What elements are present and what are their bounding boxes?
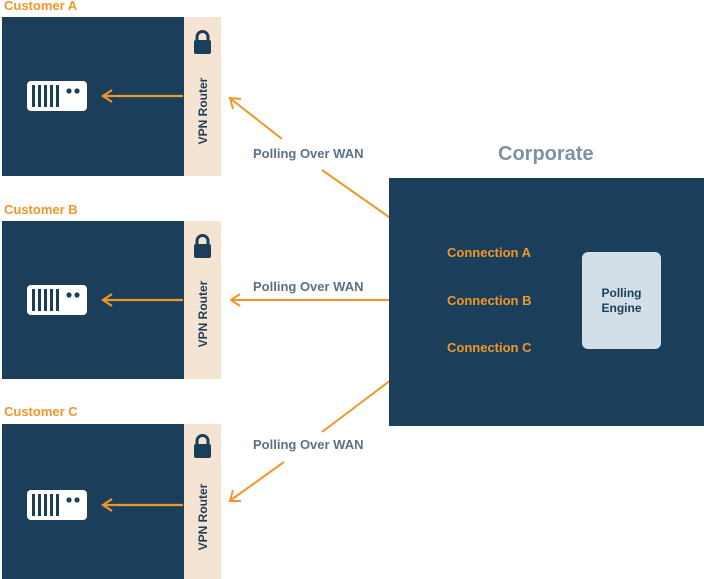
vpn-router: VPN Router <box>184 17 221 176</box>
customer-c-box: VPN Router <box>2 424 221 579</box>
arrowhead-icon <box>228 96 242 110</box>
server-icon <box>27 285 87 315</box>
lock-icon <box>194 434 211 458</box>
lock-icon <box>194 234 211 258</box>
arrowhead-icon <box>228 489 241 502</box>
arrow-left-icon <box>101 498 183 512</box>
arrowhead-icon <box>229 293 241 307</box>
wan-label-c: Polling Over WAN <box>253 437 364 452</box>
customer-c-label: Customer C <box>4 404 78 419</box>
polling-engine: Polling Engine <box>582 252 661 349</box>
connection-b-label: Connection B <box>447 293 532 308</box>
lock-icon <box>194 30 211 54</box>
wan-label-b: Polling Over WAN <box>253 279 364 294</box>
arrow-left-icon <box>101 293 183 307</box>
server-icon <box>27 490 87 520</box>
polling-engine-line2: Engine <box>601 300 642 315</box>
arrow-left-icon <box>101 89 183 103</box>
customer-a-label: Customer A <box>4 0 78 13</box>
wan-label-a: Polling Over WAN <box>253 146 364 161</box>
vpn-router: VPN Router <box>184 424 221 579</box>
corporate-box: Connection A Connection B Connection C P… <box>389 178 704 426</box>
customer-b-box: VPN Router <box>2 221 221 379</box>
customer-b-label: Customer B <box>4 202 78 217</box>
polling-engine-line1: Polling <box>601 285 642 300</box>
connection-a-label: Connection A <box>447 245 532 260</box>
server-icon <box>27 81 87 111</box>
corporate-title: Corporate <box>498 143 594 165</box>
customer-a-box: VPN Router <box>2 17 221 176</box>
vpn-router: VPN Router <box>184 221 221 379</box>
connection-c-label: Connection C <box>447 340 532 355</box>
